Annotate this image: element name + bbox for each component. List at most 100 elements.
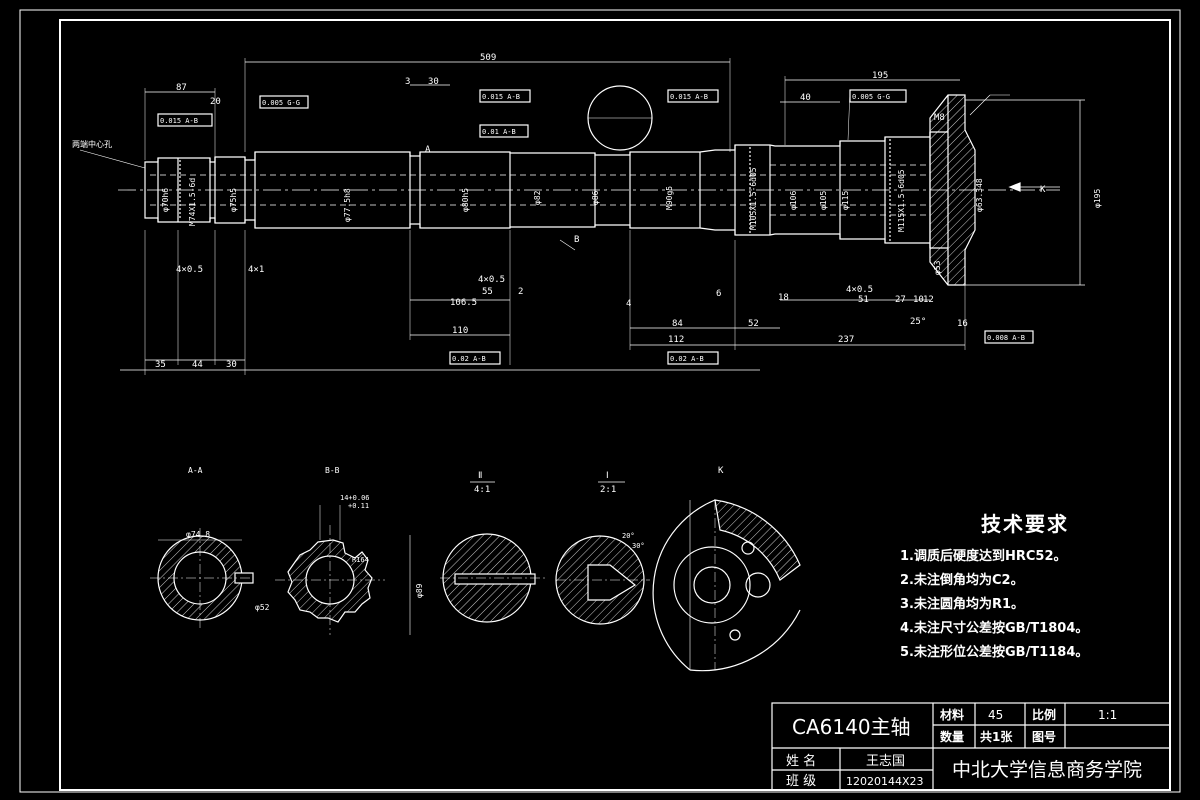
- main-view-labels: 509 87 20 3 30 195 40 35 44 30 106.5 55 …: [72, 53, 1102, 370]
- scale-value: 1:1: [1098, 708, 1117, 722]
- label-b: B: [574, 235, 579, 245]
- material-value: 45: [988, 708, 1003, 722]
- detail-2: [440, 533, 545, 623]
- section-bb: [275, 505, 411, 635]
- dia-r164: R164: [352, 556, 369, 564]
- outer-frame: [19, 9, 1181, 793]
- quantity-label: 数量: [940, 729, 964, 744]
- title-block: [771, 702, 1171, 791]
- dia-d53: φ53: [933, 260, 942, 275]
- dia-d89: φ89: [415, 583, 424, 598]
- tol-6: 0.005 G-G: [852, 93, 890, 101]
- dim-40: 40: [800, 93, 811, 103]
- quantity-value: 共1张: [980, 729, 1013, 744]
- tol-9: 0.008 A-B: [987, 334, 1025, 342]
- part-name: CA6140主轴: [792, 715, 911, 739]
- shaft-outline-bottom: [144, 213, 948, 249]
- dia-m74: M74X1.5-6d: [188, 178, 197, 226]
- dia-m115: M115X1.5-6d05: [897, 169, 906, 232]
- tech-item-1: 1.调质后硬度达到HRC52。: [900, 549, 1067, 564]
- dim-30a: 30: [428, 77, 439, 87]
- dim-4x05c: 4×0.5: [846, 285, 873, 295]
- label-section-aa: A-A: [188, 466, 203, 475]
- dia-d82: φ82: [533, 190, 542, 205]
- tol-3: 0.015 A-B: [482, 93, 520, 101]
- dia-d105: φ105: [819, 191, 828, 210]
- dia-d52: φ52: [255, 603, 270, 612]
- technical-requirements: 技术要求 1.调质后硬度达到HRC52。 2.未注倒角均为C2。 3.未注圆角均…: [900, 508, 1150, 665]
- name-value: 王志国: [866, 754, 905, 769]
- dia-d74-8: φ74.8: [186, 530, 210, 539]
- tech-requirements-title: 技术要求: [981, 512, 1069, 536]
- shaft-main-view: [79, 58, 1085, 375]
- dim-16: 16: [957, 319, 968, 329]
- dia-d106: φ106: [789, 191, 798, 210]
- detail-1: [555, 535, 650, 625]
- dim-51: 51: [858, 295, 869, 305]
- bb-tol-upper: 14+0.06: [340, 494, 370, 502]
- school-name: 中北大学信息商务学院: [952, 759, 1142, 781]
- tol-1: 0.005 G-G: [262, 99, 300, 107]
- material-label: 材料: [939, 707, 964, 722]
- tol-8: 0.02 A-B: [670, 355, 704, 363]
- label-detail-2-scale: 4:1: [474, 485, 490, 495]
- tech-item-2: 2.未注倒角均为C2。: [900, 573, 1024, 588]
- angle-25: 25°: [910, 317, 926, 327]
- dia-d75: φ75h5: [229, 188, 238, 212]
- tech-item-4: 4.未注尺寸公差按GB/T1804。: [900, 621, 1089, 636]
- dia-m105: M105X1.5-6d05: [749, 167, 758, 230]
- dim-10: 10: [913, 295, 924, 305]
- dim-509: 509: [480, 53, 496, 63]
- dia-d195: φ195: [1093, 189, 1102, 208]
- tol-7: 0.02 A-B: [452, 355, 486, 363]
- dim-55: 55: [482, 287, 493, 297]
- dim-3: 3: [405, 77, 410, 87]
- section-aa: [150, 528, 254, 628]
- dim-4x05b: 4×0.5: [478, 275, 505, 285]
- dim-195: 195: [872, 71, 888, 81]
- dim-2: 2: [518, 287, 523, 297]
- dim-106: 106.5: [450, 298, 477, 308]
- dim-237: 237: [838, 335, 854, 345]
- tol-5: 0.015 A-B: [670, 93, 708, 101]
- dim-44: 44: [192, 360, 203, 370]
- label-m8: M8: [934, 113, 945, 123]
- label-a: A: [425, 145, 431, 155]
- bb-tol-lower: +0.11: [348, 502, 369, 510]
- dim-52: 52: [748, 319, 759, 329]
- class-value: 12020144X23: [846, 775, 924, 788]
- label-view-k: K: [718, 466, 724, 476]
- dim-84: 84: [672, 319, 683, 329]
- view-k: [652, 499, 801, 672]
- label-detail-2: Ⅱ: [478, 471, 482, 481]
- dim-35: 35: [155, 360, 166, 370]
- angle-20: 20°: [622, 532, 635, 540]
- flange: [929, 94, 976, 286]
- dia-d63: φ63.348: [975, 178, 984, 212]
- dim-6: 6: [716, 289, 721, 299]
- dia-d77: φ77.5h8: [343, 188, 352, 222]
- tech-item-5: 5.未注形位公差按GB/T1184。: [900, 645, 1089, 660]
- dim-12: 12: [923, 295, 934, 305]
- angle-30: 30°: [632, 542, 645, 550]
- dim-4: 4: [626, 299, 631, 309]
- dim-18: 18: [778, 293, 789, 303]
- dia-d80: φ80h5: [461, 188, 470, 212]
- dim-4x05a: 4×0.5: [176, 265, 203, 275]
- label-detail-1: Ⅰ: [606, 471, 609, 481]
- label-center-hole: 两端中心孔: [72, 139, 112, 149]
- dim-110: 110: [452, 326, 468, 336]
- scale-label: 比例: [1032, 707, 1056, 722]
- dim-4x1: 4×1: [248, 265, 264, 275]
- drawing-no-label: 图号: [1032, 729, 1056, 744]
- tech-item-3: 3.未注圆角均为R1。: [900, 597, 1025, 612]
- name-label: 姓 名: [786, 753, 816, 769]
- dia-d70: φ70h6: [161, 188, 170, 212]
- dim-87: 87: [176, 83, 187, 93]
- dia-d86: φ86: [591, 190, 600, 205]
- dim-30b: 30: [226, 360, 237, 370]
- label-section-bb: B-B: [325, 466, 340, 475]
- dia-d115: φ115: [841, 191, 850, 210]
- dim-27: 27: [895, 295, 906, 305]
